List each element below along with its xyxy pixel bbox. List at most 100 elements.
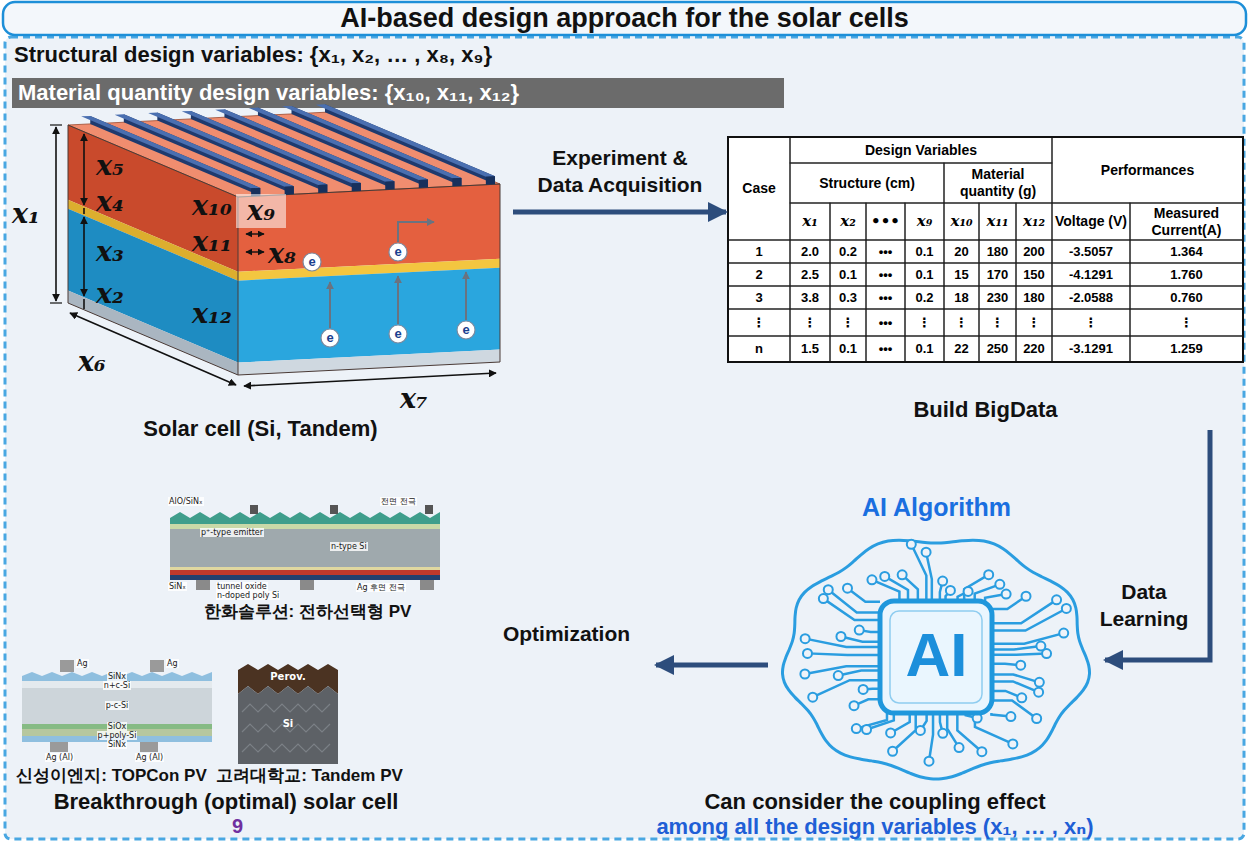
table-grid-line (728, 309, 790, 336)
solar-cell-drawing (50, 104, 500, 386)
dimension-arrow (246, 251, 264, 252)
table-cell: ⋮ (1052, 309, 1130, 336)
pv-layer (238, 686, 338, 764)
table-grid-line (728, 336, 790, 362)
page-number: 9 (232, 815, 243, 837)
table-grid-line (905, 263, 944, 286)
dimension-label: x₅ (96, 150, 124, 182)
dimension-label: x₈ (268, 238, 296, 270)
circuit-trace (992, 633, 1064, 644)
table-grid-line (944, 286, 979, 309)
circuit-node (1035, 678, 1044, 687)
table-grid-line (830, 309, 866, 336)
circuit-node (888, 747, 897, 756)
table-grid-line (944, 336, 979, 362)
circuit-node (922, 548, 931, 557)
table-grid-line (790, 286, 830, 309)
circuit-node (1036, 642, 1045, 651)
table-grid-line (944, 309, 979, 336)
table-cell: ⋮ (905, 309, 944, 336)
finger-electrode (352, 183, 361, 191)
circuit-node (907, 540, 916, 549)
pv-thumbnail: 고려대학교: Tandem PV (217, 660, 405, 788)
layer-label: n-doped poly Si (216, 591, 280, 600)
table-grid-line (1016, 203, 1052, 240)
circuit-node (898, 570, 907, 579)
table-cell: x₁ (790, 203, 830, 240)
flow-arrow (513, 210, 726, 215)
pv-layer (170, 512, 440, 524)
table-grid-line (979, 240, 1016, 263)
table-grid-line (979, 263, 1016, 286)
circuit-node (867, 575, 876, 584)
dimension-label: x₇ (400, 383, 428, 415)
electron-circle (389, 325, 407, 343)
circuit-trace (841, 636, 880, 641)
table-cell: Structure (cm) (790, 163, 944, 203)
table-cell: 180 (1016, 286, 1052, 309)
dimension-arrow (244, 373, 496, 386)
table-grid-line (944, 163, 1052, 203)
table-cell: n (728, 336, 790, 362)
electron-symbol: e (303, 253, 321, 271)
layer-label: Si (238, 718, 338, 730)
circuit-node (1006, 712, 1015, 721)
table-cell: 20 (944, 240, 979, 263)
table-grid-line (1016, 336, 1052, 362)
table-grid-line (866, 309, 905, 336)
table-cell: 2.0 (790, 240, 830, 263)
table-grid-line (830, 203, 866, 240)
table-cell: 0.1 (905, 263, 944, 286)
table-grid-line (1016, 263, 1052, 286)
finger-electrode (419, 180, 428, 188)
dimension-arrow (83, 134, 85, 205)
circuit-node (801, 634, 810, 643)
circuit-node (836, 632, 845, 641)
circuit-node (850, 701, 859, 710)
table-cell: ⋮ (1130, 309, 1243, 336)
table-cell: 0.1 (905, 240, 944, 263)
table-cell: 220 (1016, 336, 1052, 362)
outer-frame (5, 37, 1244, 839)
section-heading: Structural design variables: {x₁, x₂, … … (14, 40, 492, 70)
finger-electrode (282, 106, 461, 178)
table-background (728, 137, 1243, 362)
circuit-node (964, 587, 973, 596)
finger-electrode (316, 104, 495, 176)
pv-electrode (150, 660, 164, 672)
table-cell: 2 (728, 263, 790, 286)
table-grid-line (979, 309, 1016, 336)
pv-texture (242, 704, 330, 712)
layer-label: Ag (Al) (45, 753, 74, 762)
electron-path (465, 272, 467, 320)
table-grid-line (1130, 309, 1243, 336)
table-grid-line (790, 336, 830, 362)
dimension-arrow (83, 299, 85, 309)
table-grid-line (905, 336, 944, 362)
dimension-arrow (83, 217, 85, 296)
table-grid-line (830, 336, 866, 362)
table-cell: Performances (1052, 137, 1243, 203)
layer-label: p+poly-Si (97, 731, 138, 740)
circuit-node (862, 725, 871, 734)
circuit-node (1059, 629, 1068, 638)
table-cell: 1.760 (1130, 263, 1243, 286)
finger-electrode (318, 185, 327, 193)
table-cell: ••• (866, 240, 905, 263)
note-text: among all the design variables (x₁, … , … (575, 814, 1175, 839)
dimension-label: x₃ (96, 236, 124, 268)
circuit-node (984, 570, 993, 579)
table-grid-line (905, 286, 944, 309)
pv-layer (170, 529, 440, 567)
edge-label: Data Learning (1088, 578, 1200, 632)
circuit-trace (992, 608, 1066, 630)
table-cell: ⋮ (979, 309, 1016, 336)
node-text: Solar cell (Si, Tandem) (8, 416, 513, 442)
table-grid-line (830, 263, 866, 286)
table-grid-line (1052, 336, 1130, 362)
table-grid-line (866, 240, 905, 263)
table-grid-line (1130, 336, 1243, 362)
layer-label: SiNₓ (168, 582, 187, 591)
table-cell: -3.1291 (1052, 336, 1130, 362)
